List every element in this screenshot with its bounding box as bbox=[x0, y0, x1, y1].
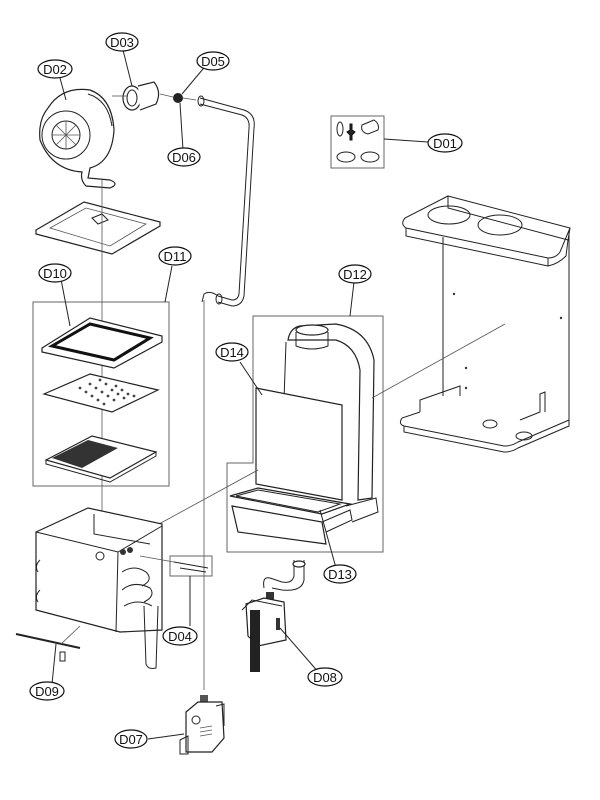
callout-d04: D04 bbox=[162, 626, 198, 646]
callout-d03: D03 bbox=[105, 32, 139, 52]
callout-d09: D09 bbox=[29, 681, 65, 701]
label-d10: D10 bbox=[43, 266, 67, 281]
callout-d11: D11 bbox=[158, 246, 192, 266]
fan-mounting-plate bbox=[35, 201, 161, 255]
burner-tray bbox=[44, 435, 158, 483]
part-d03-venturi bbox=[122, 81, 160, 111]
label-d04: D04 bbox=[168, 629, 192, 644]
cabinet-frame bbox=[399, 195, 571, 453]
callout-d08: D08 bbox=[307, 667, 343, 687]
part-d13-condensate-tray bbox=[229, 487, 379, 545]
callout-d02: D02 bbox=[37, 59, 73, 79]
callout-d13: D13 bbox=[323, 564, 357, 584]
label-d03: D03 bbox=[110, 35, 134, 50]
callout-d12: D12 bbox=[338, 264, 372, 284]
callout-d01: D01 bbox=[427, 133, 463, 153]
leader-lines bbox=[51, 49, 355, 740]
label-d02: D02 bbox=[43, 62, 67, 77]
label-d11: D11 bbox=[164, 249, 187, 264]
label-d12: D12 bbox=[343, 267, 367, 282]
part-d09-inspection-glass bbox=[15, 625, 81, 662]
combustion-chamber bbox=[35, 507, 163, 669]
part-d07-gas-valve bbox=[179, 695, 225, 755]
label-d08: D08 bbox=[313, 670, 337, 685]
part-d01-seal-kit bbox=[330, 115, 429, 169]
label-d09: D09 bbox=[35, 684, 59, 699]
burner-plate bbox=[42, 373, 160, 413]
callout-d05: D05 bbox=[196, 51, 230, 71]
part-d08-condensate-siphon bbox=[241, 560, 306, 672]
callout-d10: D10 bbox=[38, 263, 72, 283]
part-d04-ignition-electrodes bbox=[139, 555, 213, 577]
callout-d06: D06 bbox=[167, 147, 201, 167]
heat-exchanger-shell bbox=[283, 323, 375, 501]
gas-pipe bbox=[197, 95, 255, 307]
label-d06: D06 bbox=[172, 150, 196, 165]
part-d10-gasket bbox=[41, 317, 163, 369]
assembly-axis-line bbox=[371, 323, 506, 399]
label-d05: D05 bbox=[201, 54, 225, 69]
label-d07: D07 bbox=[119, 732, 143, 747]
label-d13: D13 bbox=[328, 567, 352, 582]
callout-d07: D07 bbox=[114, 729, 148, 749]
part-d14-insulation-panel bbox=[255, 387, 343, 501]
part-d11-burner-kit bbox=[32, 301, 170, 487]
label-d14: D14 bbox=[220, 345, 244, 360]
part-d12-heat-exchanger-kit bbox=[147, 315, 384, 553]
part-d05-d06-fitting bbox=[159, 93, 197, 103]
part-d02-fan-blower bbox=[39, 88, 116, 189]
callout-d14: D14 bbox=[215, 342, 249, 362]
label-d01: D01 bbox=[433, 136, 457, 151]
